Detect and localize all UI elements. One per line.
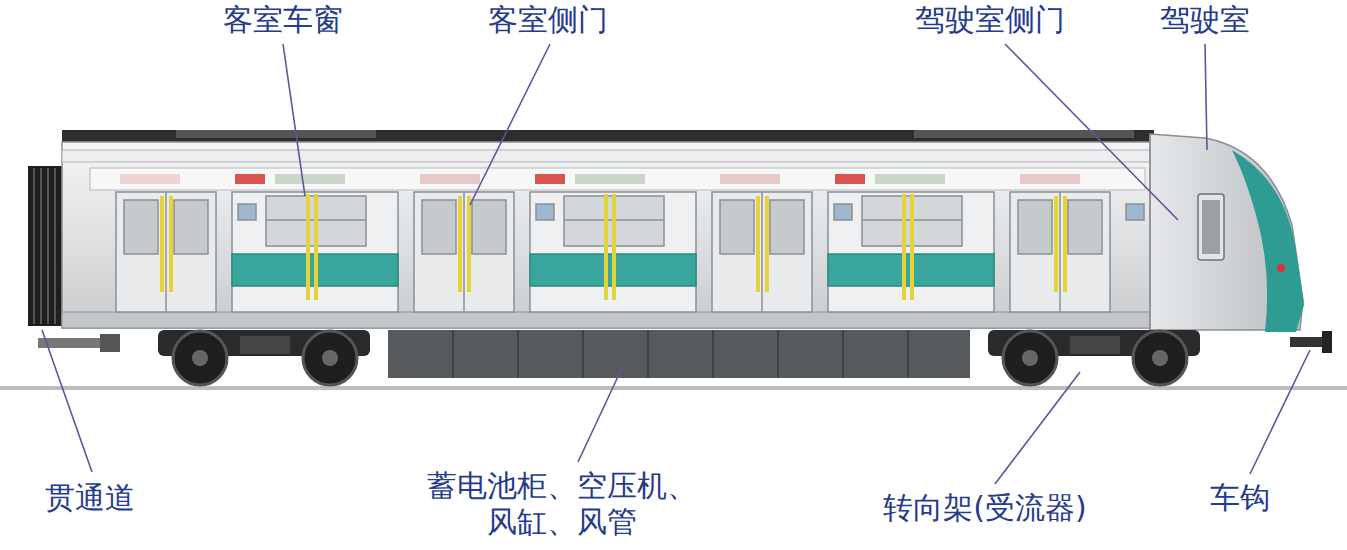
bogie <box>158 330 370 385</box>
part-label: 蓄电池柜、空压机、 风缸、风管 <box>412 468 712 540</box>
part-label: 驾驶室 <box>1160 2 1250 38</box>
part-label: 转向架(受流器) <box>883 490 1086 526</box>
passenger-doors <box>116 192 1110 312</box>
underframe-equipment <box>388 330 970 378</box>
coupler <box>38 331 1332 353</box>
bogie <box>988 330 1200 385</box>
rail-line <box>0 386 1347 390</box>
part-label: 车钩 <box>1210 480 1270 516</box>
leader-line <box>42 44 1310 484</box>
windows-seats <box>232 192 1144 312</box>
car-body <box>62 130 1154 328</box>
part-label: 客室车窗 <box>223 2 343 38</box>
ad-strip <box>120 174 1080 184</box>
part-label: 贯通道 <box>45 480 135 516</box>
cab <box>1150 134 1304 332</box>
part-label: 驾驶室侧门 <box>915 2 1065 38</box>
part-label: 客室侧门 <box>488 2 608 38</box>
gangway <box>28 166 64 326</box>
